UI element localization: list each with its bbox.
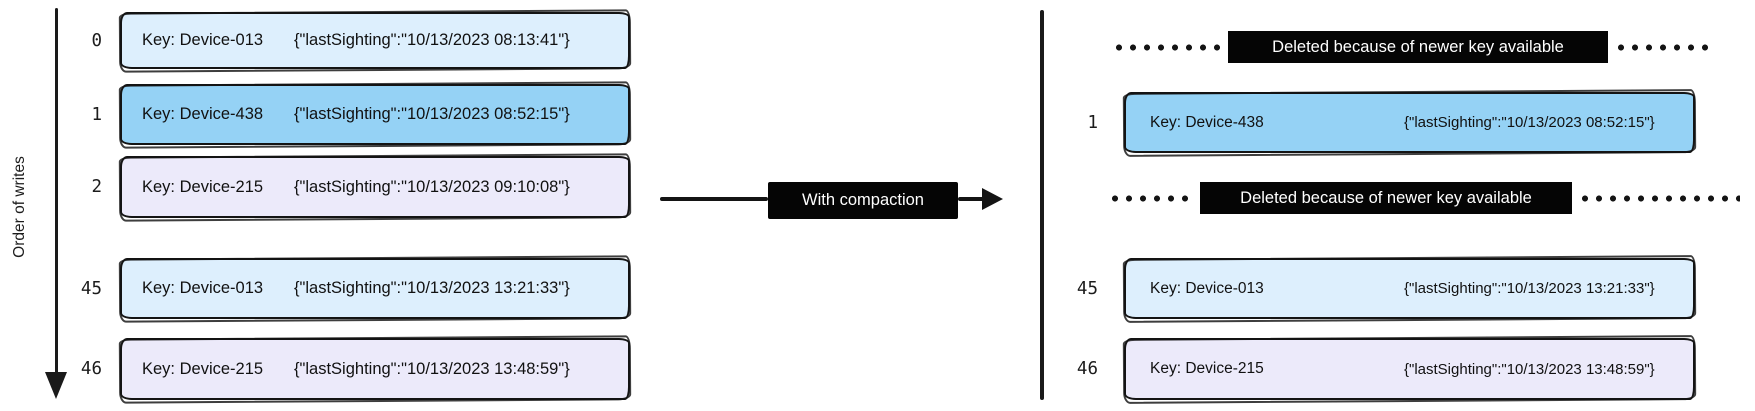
compacted-log-axis-line [1040,10,1044,400]
tombstone-label: Deleted because of newer key available [1228,31,1608,63]
record-value-label: {"lastSighting":"10/13/2023 13:48:59"} [294,359,570,378]
record-key-label: Key: Device-438 [142,105,264,123]
record-value-label: {"lastSighting":"10/13/2023 13:48:59"} [1404,360,1655,378]
row-index-label: 0 [91,30,102,51]
log-record-box: Key: Device-215 {"lastSighting":"10/13/2… [1124,338,1695,400]
row-index-label: 46 [80,359,102,379]
tombstone-dotted-line [1108,195,1194,202]
record-value-label: {"lastSighting":"10/13/2023 13:21:33"} [1404,280,1655,297]
tombstone-dotted-line [1614,44,1710,51]
record-value-label: {"lastSighting":"10/13/2023 09:10:08"} [294,177,570,196]
record-key-label: Key: Device-013 [1150,279,1264,297]
log-record-box: Key: Device-438 {"lastSighting":"10/13/2… [1124,92,1695,153]
log-record-box: Key: Device-013 {"lastSighting":"10/13/2… [1124,258,1695,319]
record-key-label: Key: Device-438 [1150,113,1264,131]
row-index-label: 1 [1087,112,1098,133]
record-value-label: {"lastSighting":"10/13/2023 08:13:41"} [294,31,570,49]
log-record-box: Key: Device-013 {"lastSighting":"10/13/2… [120,12,630,69]
writes-axis-arrowhead-icon [45,372,67,399]
writes-axis-line [55,8,59,374]
row-index-label: 1 [91,104,102,125]
record-key-label: Key: Device-215 [142,177,264,196]
tombstone-dotted-line [1578,195,1740,202]
compaction-flow-line [958,197,984,201]
row-index-label: 46 [1076,359,1098,379]
compaction-arrowhead-icon [982,188,1003,210]
tombstone-label: Deleted because of newer key available [1200,182,1572,214]
record-value-label: {"lastSighting":"10/13/2023 08:52:15"} [294,105,570,123]
order-of-writes-axis-label: Order of writes [11,156,28,258]
record-value-label: {"lastSighting":"10/13/2023 08:52:15"} [1404,114,1655,131]
log-record-box: Key: Device-013 {"lastSighting":"10/13/2… [120,258,630,319]
record-key-label: Key: Device-013 [142,279,264,297]
log-record-box: Key: Device-215 {"lastSighting":"10/13/2… [120,156,630,218]
row-index-label: 2 [91,177,102,197]
row-index-label: 45 [1076,278,1098,299]
compaction-flow-line [660,197,768,201]
log-record-box: Key: Device-215 {"lastSighting":"10/13/2… [120,338,630,400]
record-key-label: Key: Device-215 [1150,360,1264,377]
row-index-label: 45 [80,278,102,299]
record-key-label: Key: Device-013 [142,31,264,49]
record-value-label: {"lastSighting":"10/13/2023 13:21:33"} [294,279,570,297]
tombstone-dotted-line [1112,44,1224,51]
with-compaction-label: With compaction [768,182,958,219]
record-key-label: Key: Device-215 [142,359,264,378]
log-record-box: Key: Device-438 {"lastSighting":"10/13/2… [120,84,630,145]
